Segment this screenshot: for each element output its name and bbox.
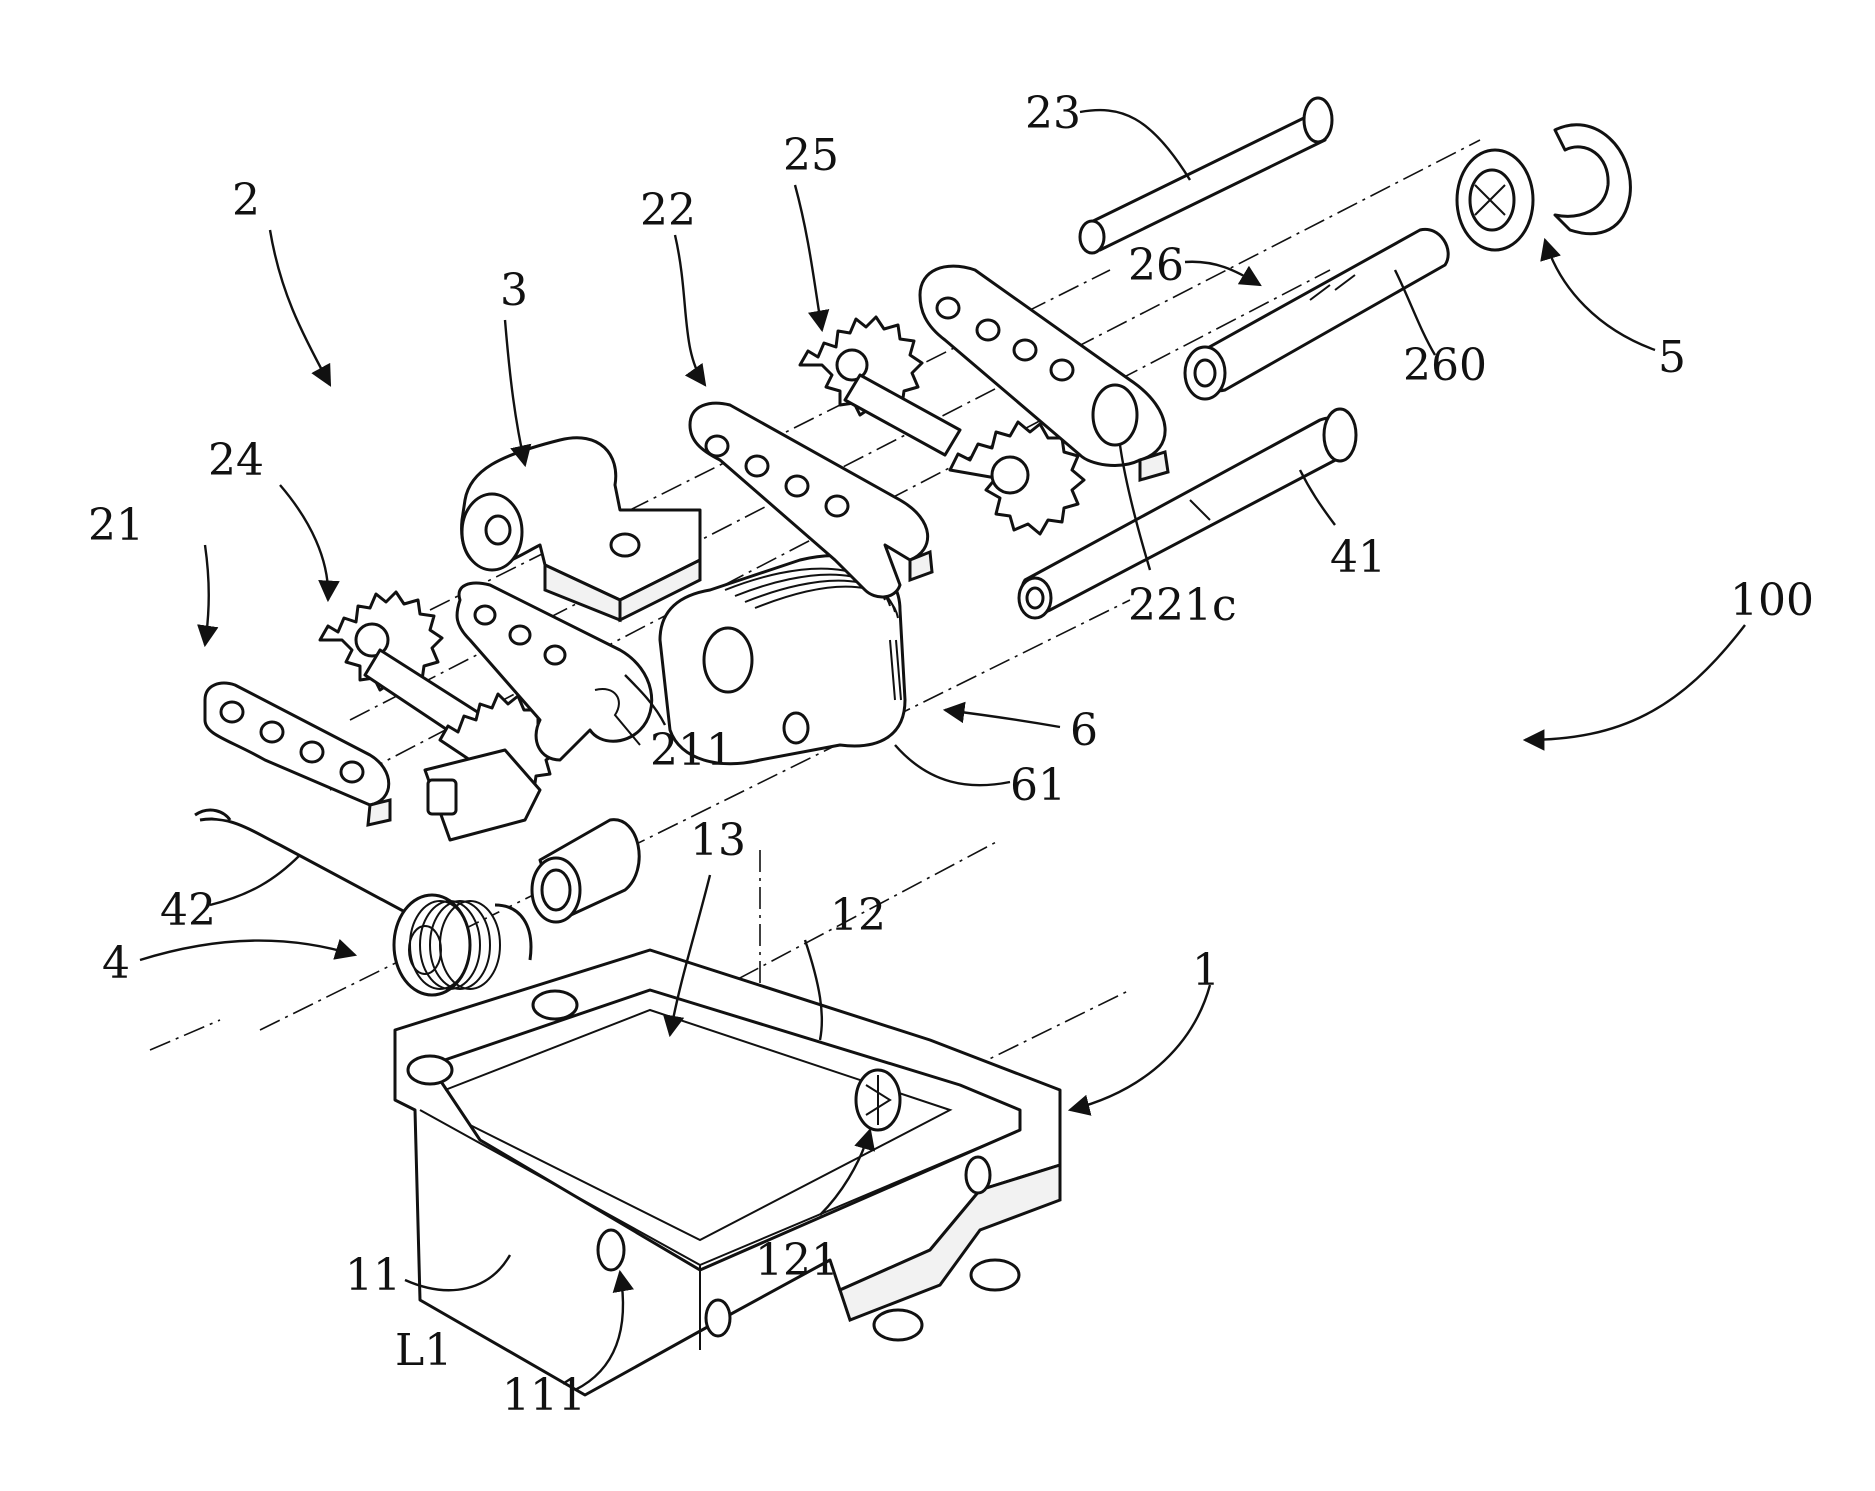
torsion-spring	[195, 810, 531, 995]
curved-arrow-icon	[945, 710, 1060, 727]
leader-41	[1300, 470, 1335, 525]
label-121: 121	[755, 1235, 839, 1286]
base-mount-hole	[874, 1310, 922, 1340]
label-3: 3	[500, 265, 528, 316]
base-mount-hole	[971, 1260, 1019, 1290]
label-100: 100	[1730, 575, 1814, 626]
leader-23	[1080, 110, 1190, 180]
label-23: 23	[1025, 88, 1081, 139]
label-11: 11	[345, 1250, 401, 1301]
curved-arrow-icon	[505, 320, 525, 465]
label-12: 12	[830, 890, 886, 941]
curved-arrow-icon	[1070, 985, 1210, 1110]
side-hole	[966, 1157, 990, 1193]
label-L1: L1	[395, 1325, 452, 1376]
leader-42	[210, 855, 300, 905]
spring-sleeve	[532, 820, 639, 922]
label-260: 260	[1403, 340, 1487, 391]
link-plate-21	[205, 683, 390, 825]
label-42: 42	[160, 885, 216, 936]
label-2: 2	[232, 175, 260, 226]
label-61: 61	[1010, 760, 1066, 811]
curved-arrow-icon	[280, 485, 328, 600]
label-221c: 221c	[1128, 580, 1237, 631]
label-6: 6	[1070, 705, 1098, 756]
label-26: 26	[1128, 240, 1184, 291]
label-13: 13	[690, 815, 746, 866]
label-21: 21	[88, 500, 144, 551]
curved-arrow-icon	[1545, 240, 1655, 350]
curved-arrow-icon	[140, 941, 355, 960]
curved-arrow-icon	[675, 235, 705, 385]
curved-arrow-icon	[270, 230, 330, 385]
oblong-hole-221c	[1093, 385, 1137, 445]
side-hole-111	[598, 1230, 624, 1270]
label-5: 5	[1658, 332, 1686, 383]
base-mount-hole	[408, 1056, 452, 1084]
label-24: 24	[208, 435, 264, 486]
base-housing	[395, 950, 1060, 1395]
label-1: 1	[1192, 945, 1220, 996]
label-211: 211	[650, 725, 734, 776]
curved-arrow-icon	[205, 545, 209, 645]
pin-23	[1080, 98, 1332, 253]
leader-61	[895, 745, 1010, 785]
label-22: 22	[640, 185, 696, 236]
curved-arrow-icon	[1525, 625, 1745, 740]
label-111: 111	[502, 1370, 586, 1421]
curved-arrow-icon	[795, 185, 822, 330]
base-mount-hole	[533, 991, 577, 1019]
retainer-5	[1457, 150, 1533, 250]
snap-ring	[1555, 125, 1630, 234]
curved-arrow-icon	[1185, 262, 1260, 285]
label-41: 41	[1330, 532, 1386, 583]
label-4: 4	[102, 938, 130, 989]
side-hole	[706, 1300, 730, 1336]
label-25: 25	[783, 130, 839, 181]
